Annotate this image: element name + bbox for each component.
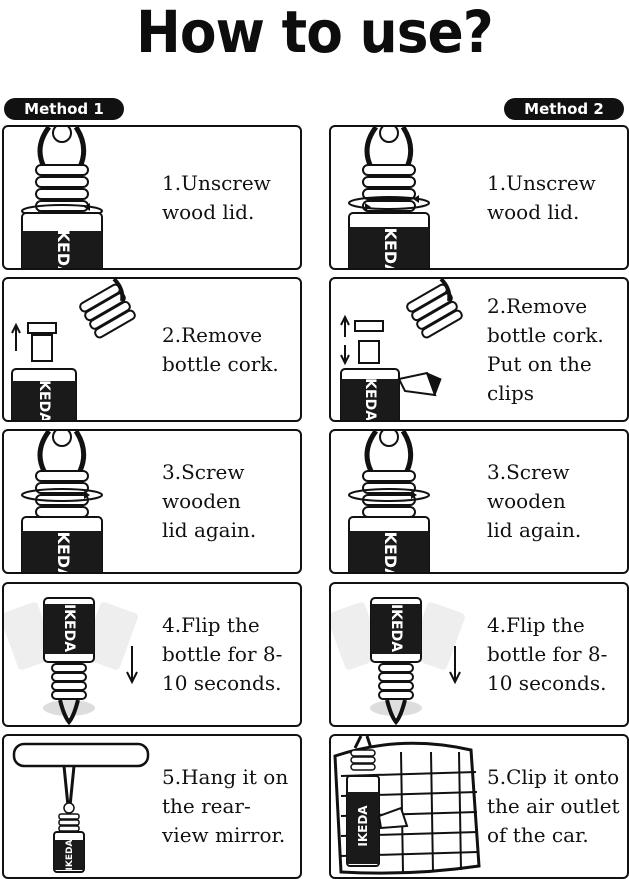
method-1-step-3-card: IKEDA 3.Screw wooden lid again. [2, 429, 302, 574]
brand-label: IKEDA [362, 373, 378, 420]
method-2-step-3-card: IKEDA 3.Screw wooden lid again. [329, 429, 629, 574]
brand-label: IKEDA [54, 224, 73, 268]
step-text: 4.Flip the bottle for 8- 10 seconds. [162, 613, 283, 695]
page-title: How to use? [136, 0, 494, 66]
step-text: 3.Screw wooden lid again. [487, 460, 582, 542]
vent-clip-icon [377, 806, 409, 830]
method-1-step-2-card: IKEDA 2.Remove bottle cork. [2, 277, 302, 422]
remove-cork-illustration: IKEDA [11, 279, 136, 420]
method-1-step-4-card: IKEDA 4.Flip the bottle for 8- 10 second… [2, 582, 302, 727]
brand-label: IKEDA [356, 805, 370, 847]
method-2-badge: Method 2 [504, 98, 624, 120]
screw-lid-illustration: IKEDA [21, 431, 103, 572]
method-2-step-2-card: IKEDA 2.Remove bottle cork. Put on the c… [329, 277, 629, 422]
brand-label: IKEDA [381, 526, 400, 572]
step-text: 4.Flip the bottle for 8- 10 seconds. [487, 613, 608, 695]
brand-label: IKEDA [388, 604, 404, 652]
flip-bottle-illustration: IKEDA [4, 597, 138, 725]
method-2-step-4-card: IKEDA 4.Flip the bottle for 8- 10 second… [329, 582, 629, 727]
method-1-step-5-card: IKEDA 5.Hang it on the rear- view mirror… [2, 734, 302, 879]
screw-lid-illustration: IKEDA [348, 431, 430, 572]
brand-label: IKEDA [61, 604, 77, 652]
step-text: 2.Remove bottle cork. Put on the clips [487, 293, 604, 405]
brand-label: IKEDA [381, 222, 400, 268]
air-outlet-illustration: IKEDA [333, 736, 481, 875]
brand-label: IKEDA [36, 375, 52, 420]
brand-label: IKEDA [54, 526, 73, 572]
step-text: 5.Hang it on the rear- view mirror. [162, 765, 289, 847]
step-text: 3.Screw wooden lid again. [162, 460, 257, 542]
unscrew-lid-illustration: IKEDA [348, 127, 430, 268]
method-2-step-5-card: IKEDA 5.Clip it onto the air outlet of t… [329, 734, 629, 879]
method-2-step-1-card: IKEDA 1.Unscrew wood lid. [329, 125, 629, 270]
flip-bottle-illustration: IKEDA [331, 597, 465, 725]
unscrew-lid-illustration: IKEDA [21, 127, 103, 268]
remove-cork-clip-illustration: IKEDA [340, 279, 463, 420]
step-text: 1.Unscrew wood lid. [487, 170, 596, 224]
step-text: 2.Remove bottle cork. [162, 322, 279, 376]
method-1-step-1-card: IKEDA 1.Unscrew wood lid. [2, 125, 302, 270]
rearview-mirror-illustration: IKEDA [12, 742, 150, 873]
step-text: 1.Unscrew wood lid. [162, 170, 271, 224]
brand-label: IKEDA [65, 840, 75, 871]
method-1-badge: Method 1 [4, 98, 124, 120]
step-text: 5.Clip it onto the air outlet of the car… [487, 765, 620, 847]
